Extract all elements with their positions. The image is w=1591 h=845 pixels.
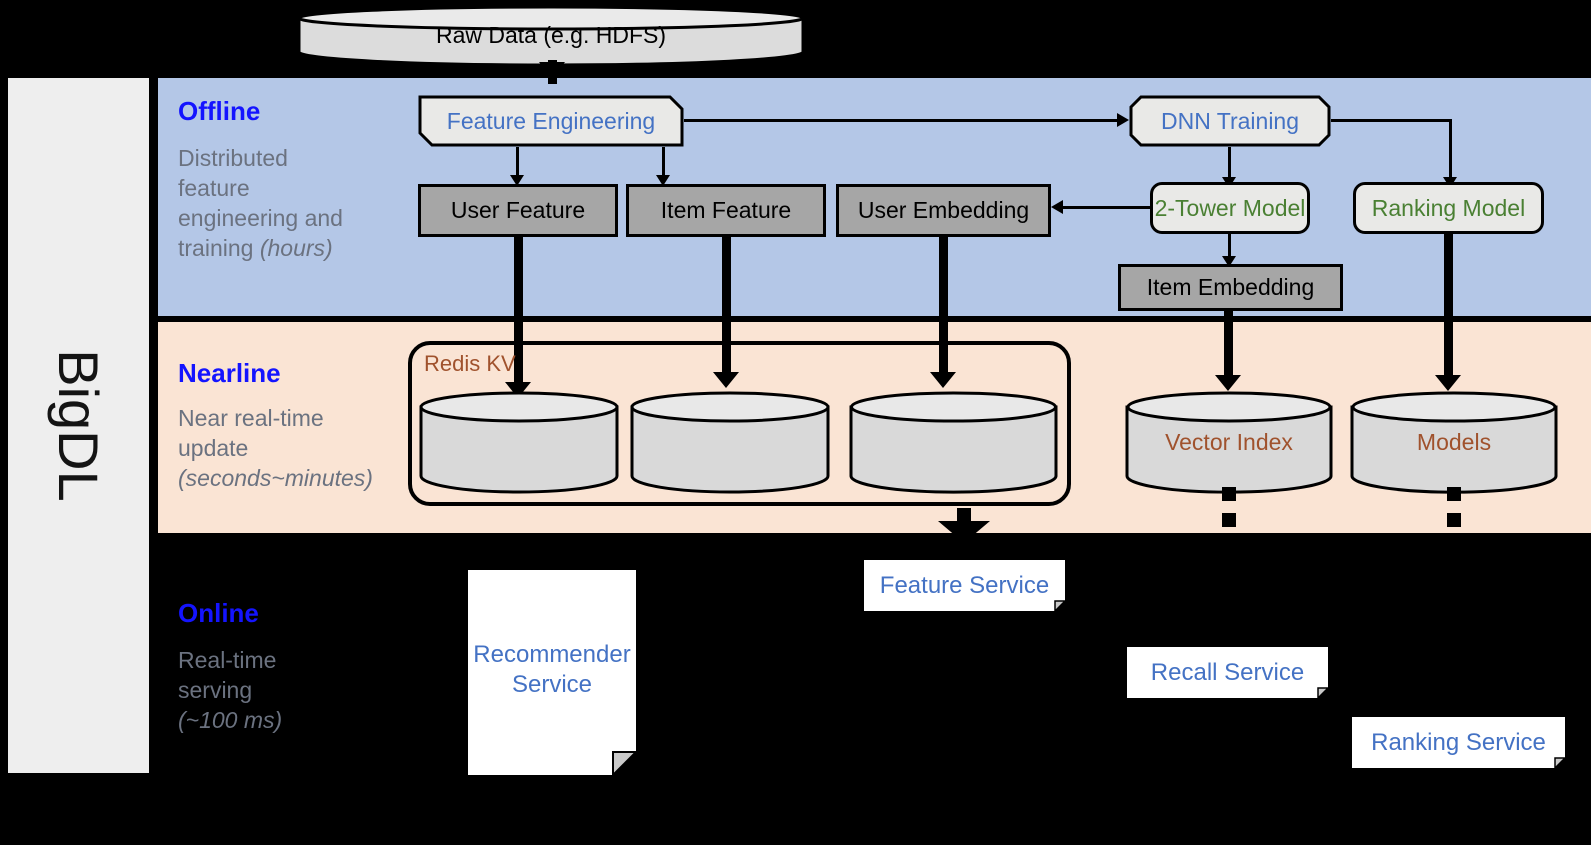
- feature-engineering-label: Feature Engineering: [446, 107, 656, 134]
- feature-service-label: Feature Service: [879, 571, 1050, 599]
- flow-userembedding-store3: [939, 237, 948, 379]
- connector-twotower-itemembedding: [1228, 234, 1231, 260]
- kv-store-label-1: [418, 390, 620, 495]
- kv-store-label-3: [848, 390, 1059, 495]
- nearline-title: Nearline: [178, 358, 281, 388]
- kv-store-cylinder-3[interactable]: [848, 390, 1059, 495]
- arrowhead-twotower-userembedding: [1051, 200, 1063, 214]
- recall-service-node[interactable]: Recall Service: [1127, 647, 1328, 698]
- user-feature-label: User Feature: [450, 197, 586, 223]
- vector-index-label: Vector Index: [1165, 429, 1293, 455]
- redis-kv-label: Redis KV: [424, 351, 516, 376]
- ranking-model-node[interactable]: Ranking Model: [1353, 182, 1544, 234]
- feature-service-node[interactable]: Feature Service: [864, 560, 1065, 611]
- ranking-service-node[interactable]: Ranking Service: [1352, 717, 1565, 768]
- user-embedding-node[interactable]: User Embedding: [836, 184, 1051, 237]
- nearline-subtitle: Near real-time update (seconds~minutes): [178, 405, 373, 491]
- bigdl-label: BigDL: [47, 349, 110, 502]
- two-tower-model-node[interactable]: 2-Tower Model: [1150, 182, 1310, 234]
- dashed-stub-redis-featureservice: [957, 508, 971, 522]
- dnn-training-node[interactable]: DNN Training: [1129, 95, 1331, 147]
- raw-data-label: Raw Data (e.g. HDFS): [435, 21, 667, 48]
- arrowhead-rawdata-fe: [539, 62, 565, 78]
- arrowhead-rankingmodel-models: [1435, 375, 1461, 391]
- dashed-stub-vectorindex-1: [1222, 487, 1236, 501]
- vector-index-cylinder[interactable]: Vector Index: [1124, 390, 1334, 495]
- kv-store-cylinder-1[interactable]: [418, 390, 620, 495]
- arrowhead-redis-featureservice: [938, 521, 990, 543]
- online-title: Online: [178, 598, 259, 628]
- flow-rankingmodel-models: [1444, 234, 1453, 383]
- user-embedding-label: User Embedding: [857, 197, 1030, 223]
- user-feature-node[interactable]: User Feature: [418, 184, 618, 237]
- connector-twotower-userembedding: [1063, 206, 1153, 209]
- ranking-service-label: Ranking Service: [1371, 728, 1546, 756]
- offline-title: Offline: [178, 96, 261, 126]
- flow-userfeature-store1: [514, 237, 523, 389]
- dashed-stub-models-2: [1447, 513, 1461, 527]
- arrowhead-fe-itemfeature: [656, 175, 670, 186]
- dnn-training-label: DNN Training: [1160, 107, 1300, 134]
- connector-fe-itemfeature: [662, 147, 665, 177]
- flow-itemembedding-vectorindex: [1224, 311, 1233, 383]
- dashed-stub-vectorindex-2: [1222, 513, 1236, 527]
- online-subtitle: Real-time serving (~100 ms): [178, 647, 283, 733]
- arrowhead-fe-dnn: [1117, 113, 1129, 127]
- connector-fe-userfeature: [516, 147, 519, 177]
- arrowhead-itemfeature-store2: [713, 372, 739, 388]
- redis-kv-container: [408, 341, 1071, 506]
- connector-dnn-ranking-h: [1331, 119, 1452, 122]
- two-tower-model-label: 2-Tower Model: [1154, 194, 1306, 221]
- dashed-stub-models-1: [1447, 487, 1461, 501]
- arrowhead-userembedding-store3: [930, 372, 956, 388]
- item-embedding-node[interactable]: Item Embedding: [1118, 264, 1343, 311]
- item-feature-node[interactable]: Item Feature: [626, 184, 826, 237]
- diagram-canvas: BigDL Offline Distributed feature engine…: [8, 4, 1591, 775]
- kv-store-cylinder-2[interactable]: [629, 390, 831, 495]
- flow-itemfeature-store2: [722, 237, 731, 379]
- item-feature-label: Item Feature: [660, 197, 792, 223]
- recall-service-label: Recall Service: [1150, 658, 1305, 686]
- kv-store-label-2: [629, 390, 831, 495]
- item-embedding-label: Item Embedding: [1146, 274, 1315, 300]
- feature-engineering-node[interactable]: Feature Engineering: [418, 95, 684, 147]
- connector-fe-dnn: [684, 119, 1117, 122]
- connector-dnn-ranking-v: [1449, 119, 1452, 179]
- arrowhead-twotower-itemembedding: [1222, 256, 1236, 267]
- connector-dnn-twotower: [1228, 147, 1231, 179]
- ranking-model-label: Ranking Model: [1371, 194, 1526, 221]
- arrowhead-fe-userfeature: [510, 175, 524, 186]
- offline-subtitle: Distributed feature engineering and trai…: [178, 145, 343, 261]
- arrowhead-itemembedding-vectorindex: [1215, 375, 1241, 391]
- models-cylinder[interactable]: Models: [1349, 390, 1559, 495]
- raw-data-cylinder: Raw Data (e.g. HDFS): [296, 4, 806, 66]
- models-label: Models: [1416, 429, 1492, 455]
- bigdl-sidebar-panel: BigDL: [8, 78, 149, 773]
